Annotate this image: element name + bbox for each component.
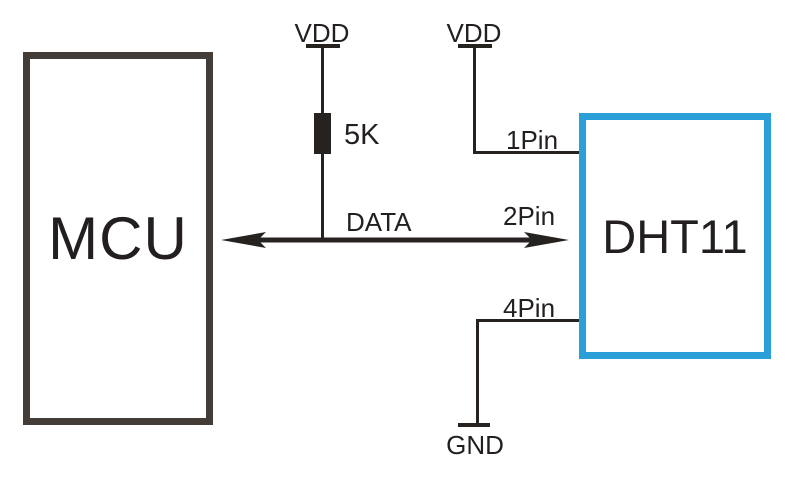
resistor-icon <box>314 113 331 154</box>
gnd-rail-bar <box>458 423 490 427</box>
vdd-right-label: VDD <box>446 18 502 48</box>
wire-pin4 <box>476 319 581 322</box>
data-bus-arrow-icon <box>220 229 570 251</box>
wire-vdd-to-resistor <box>321 46 324 114</box>
gnd-label: GND <box>446 430 504 460</box>
pin2-label: 2Pin <box>503 201 556 231</box>
mcu-label: MCU <box>48 204 188 272</box>
dht11-label: DHT11 <box>602 209 748 263</box>
wire-pin4-to-gnd <box>476 319 479 425</box>
mcu-box: MCU <box>23 52 213 425</box>
data-net-label: DATA <box>346 207 412 237</box>
dht11-box: DHT11 <box>579 113 771 359</box>
pin1-label: 1Pin <box>506 125 559 155</box>
wire-resistor-to-data <box>321 152 324 240</box>
wire-vdd-to-pin1 <box>473 46 476 154</box>
pin4-label: 4Pin <box>503 293 556 323</box>
wire-pin1 <box>473 151 581 154</box>
resistor-value-label: 5K <box>344 119 380 151</box>
vdd-left-label: VDD <box>294 18 350 48</box>
